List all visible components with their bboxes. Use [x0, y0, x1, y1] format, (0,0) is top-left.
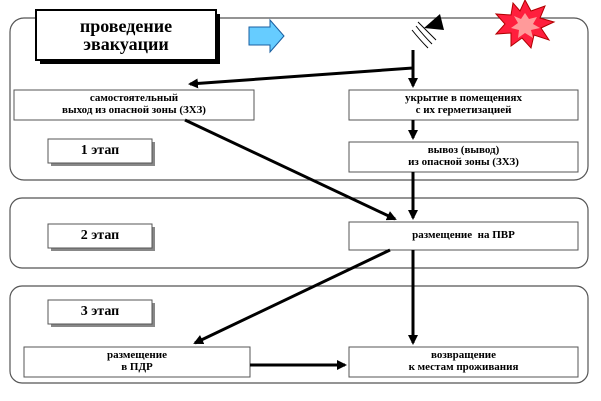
right-arrow-icon [248, 18, 285, 54]
title-line2: эвакуации [83, 34, 169, 54]
diagram-title: проведение эвакуации [36, 10, 216, 60]
stage3-label-box [47, 299, 153, 325]
stage3-label: 3 этап [80, 303, 120, 319]
stage2-label: 2 этап [80, 227, 120, 243]
explosion-icon [494, 0, 556, 50]
pdr-label: размещение в ПДР [107, 349, 167, 373]
pvr-label: размещение на ПВР [412, 229, 515, 242]
removal-label: вывоз (вывод) из опасной зоны (ЗХЗ) [408, 144, 519, 168]
stage2-label-box [47, 223, 153, 249]
return-box [348, 346, 579, 378]
return-label: возвращение к местам проживания [408, 349, 519, 373]
stage1-label-box [47, 138, 153, 164]
connector-selfexit-pvr [184, 118, 397, 221]
pvr-box [348, 221, 579, 251]
removal-box [348, 141, 579, 173]
self-exit-box [13, 89, 255, 121]
title-box [35, 9, 217, 61]
stage1-label: 1 этап [80, 142, 120, 158]
pdr-box [23, 346, 251, 378]
siren-icon [411, 14, 444, 49]
shelter-label: укрытие в помещениях с их герметизацией [405, 92, 522, 116]
title-line1: проведение [79, 16, 173, 36]
connector-pvr-pdr [193, 248, 391, 345]
shelter-box [348, 89, 579, 121]
self-exit-label: самостоятельный выход из опасной зоны (З… [62, 92, 206, 116]
